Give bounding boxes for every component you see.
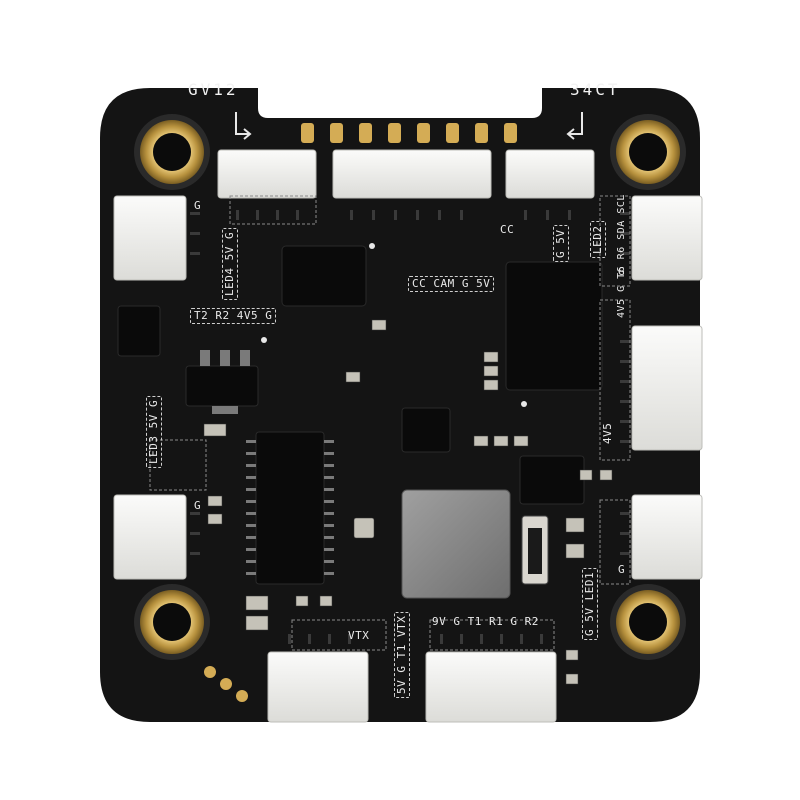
silk-led2: LED2: [590, 221, 606, 258]
silk-cc: CC: [500, 223, 515, 236]
silk-vtx-label: VTX: [348, 629, 370, 642]
jst-connectors: [113, 149, 703, 723]
silk-right-4v5: 4V5: [601, 422, 614, 444]
corner-label-top-right: 34CT: [570, 80, 621, 99]
silk-g-5v-top: G 5V: [553, 225, 569, 262]
chips: [117, 245, 603, 585]
passives: [203, 319, 613, 685]
silk-led3: LED3 5V G: [146, 395, 162, 468]
silk-g-marker: G: [194, 199, 202, 212]
silk-outlines: [149, 195, 631, 651]
silk-bottom-pins: 9V G T1 R1 G R2: [432, 615, 539, 628]
silk-right-pins: 4V5 G T6 R6 SDA SCL: [616, 194, 627, 318]
inductor: [401, 489, 511, 599]
ic-pins: [200, 350, 334, 575]
corner-arrows: [235, 112, 583, 140]
corner-label-top-left: GV12: [188, 80, 239, 99]
bottom-left-pads: [204, 666, 248, 702]
silk-g-marker: G: [194, 499, 202, 512]
silk-uart-left: T2 R2 4V5 G: [190, 308, 277, 324]
silk-g-marker: G: [618, 265, 626, 278]
pcb-body: [100, 88, 700, 722]
silk-vtx-pins: 5V G T1 VTX: [394, 611, 410, 698]
silk-g-marker: G: [618, 563, 626, 576]
silk-led1: G 5V LED1: [582, 567, 598, 640]
silk-led4: LED4 5V G: [222, 227, 238, 300]
mounting-holes: [134, 114, 686, 660]
top-gold-pads: [301, 123, 517, 143]
connector-pins: [190, 210, 630, 644]
silk-cc-cam: CC CAM G 5V: [408, 276, 495, 292]
